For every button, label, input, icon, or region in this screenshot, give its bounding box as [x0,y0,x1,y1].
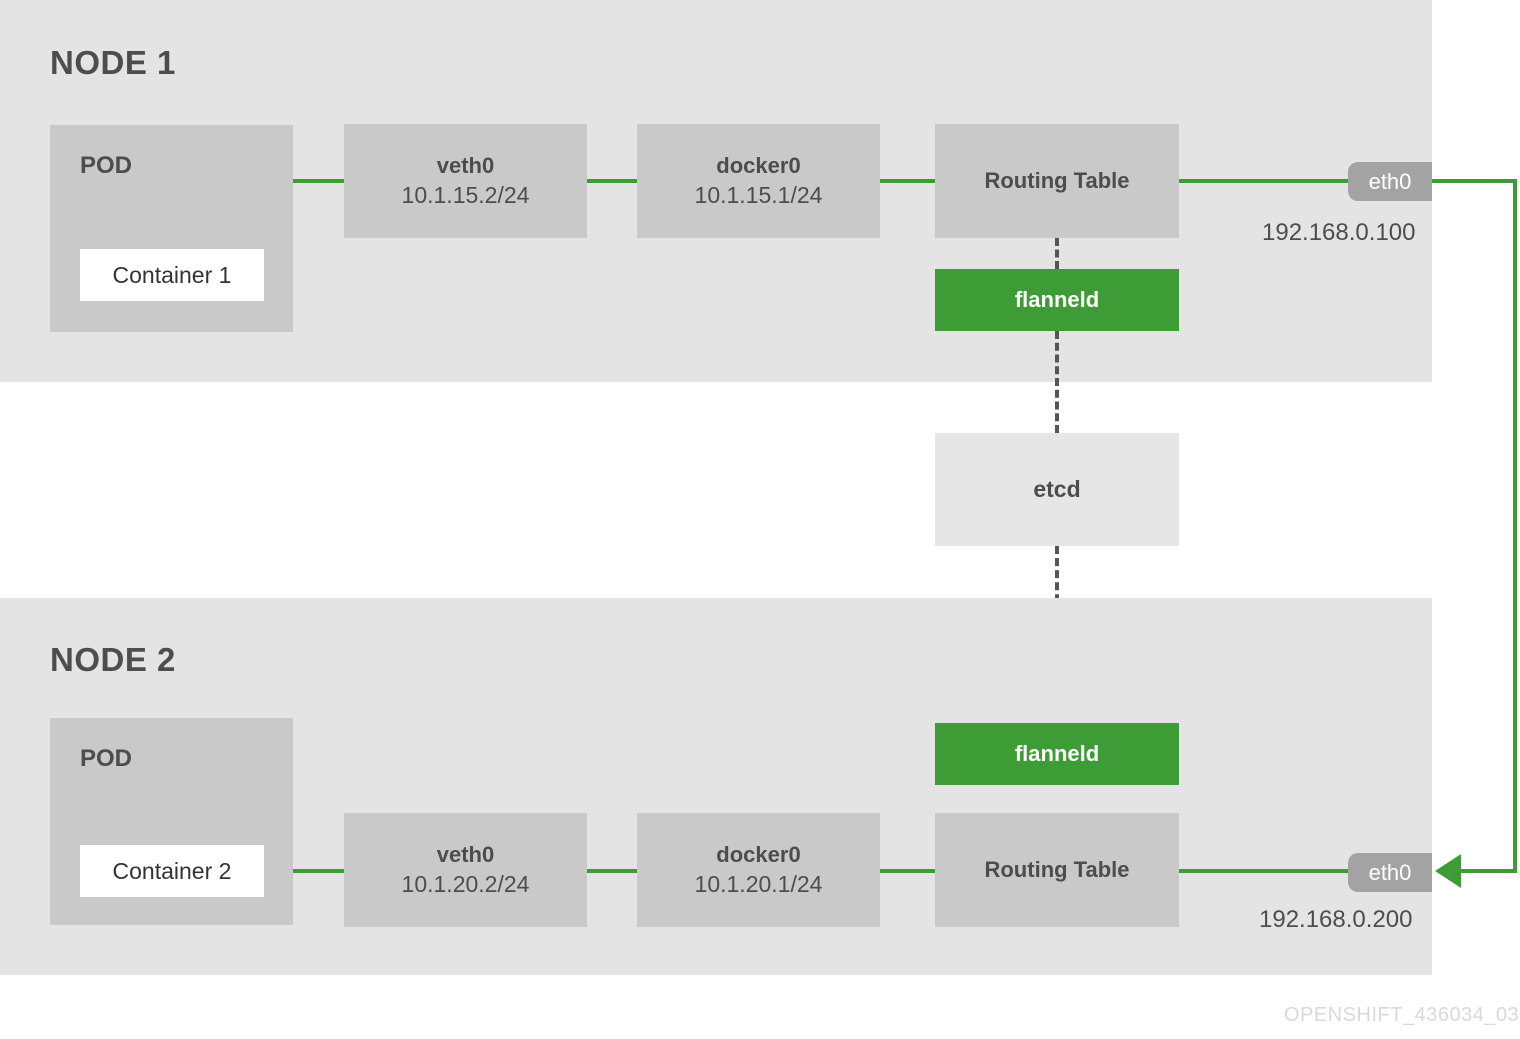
etcd-box: etcd [935,433,1179,546]
node1-routing-table-box: Routing Table [935,124,1179,238]
node2-link-pod-veth [293,869,344,873]
node2-eth0-pill: eth0 [1348,853,1432,892]
node1-flanneld-label: flanneld [1014,287,1100,312]
node2-veth0-box: veth0 10.1.20.2/24 [344,813,587,927]
node2-eth0-address: 192.168.0.200 [1259,906,1413,933]
node2-container-box: Container 2 [80,845,264,897]
node1-pod-label: POD [80,152,133,179]
node2-link-veth-docker [587,869,637,873]
node2-link-docker-routing [880,869,935,873]
node1-link-veth-docker [587,179,637,183]
node1-veth0-address: 10.1.15.2/24 [401,182,530,209]
node1-eth0-address: 192.168.0.100 [1262,219,1416,246]
external-link-bottom-segment [1461,869,1517,873]
external-link-arrowhead-icon [1435,854,1461,888]
dashed-link-node1-routing-to-flanneld [1055,238,1059,269]
external-link-vertical-segment [1513,179,1517,873]
node1-container-box: Container 1 [80,249,264,301]
node2-routing-table-box: Routing Table [935,813,1179,927]
node2-veth0-name: veth0 [436,841,495,867]
footer-caption: OPENSHIFT_436034_0317 [1284,1004,1520,1026]
node2-routing-table-label: Routing Table [984,857,1130,882]
node1-link-docker-routing [880,179,935,183]
node1-link-routing-eth [1179,179,1354,183]
node1-routing-table-label: Routing Table [984,168,1130,193]
node2-flanneld-label: flanneld [1014,741,1100,766]
node1-veth0-box: veth0 10.1.15.2/24 [344,124,587,238]
node1-title: NODE 1 [50,44,176,81]
external-link-top-segment [1432,179,1517,183]
dashed-link-node1-flanneld-to-etcd [1055,331,1059,433]
node2-pod-label: POD [80,745,133,772]
node1-docker0-address: 10.1.15.1/24 [694,182,823,209]
node2-flanneld-box: flanneld [935,723,1179,785]
node2-veth0-address: 10.1.20.2/24 [401,871,530,898]
etcd-label: etcd [1033,476,1081,502]
node2-docker0-box: docker0 10.1.20.1/24 [637,813,880,927]
node2-link-routing-eth [1179,869,1354,873]
node1-link-pod-veth [293,179,344,183]
node2-docker0-name: docker0 [716,841,801,867]
node2-title: NODE 2 [50,641,176,678]
node1-flanneld-box: flanneld [935,269,1179,331]
node1-docker0-name: docker0 [716,152,801,178]
node2-docker0-address: 10.1.20.1/24 [694,871,823,898]
node1-docker0-box: docker0 10.1.15.1/24 [637,124,880,238]
node1-veth0-name: veth0 [436,152,495,178]
node1-eth0-pill: eth0 [1348,162,1432,201]
